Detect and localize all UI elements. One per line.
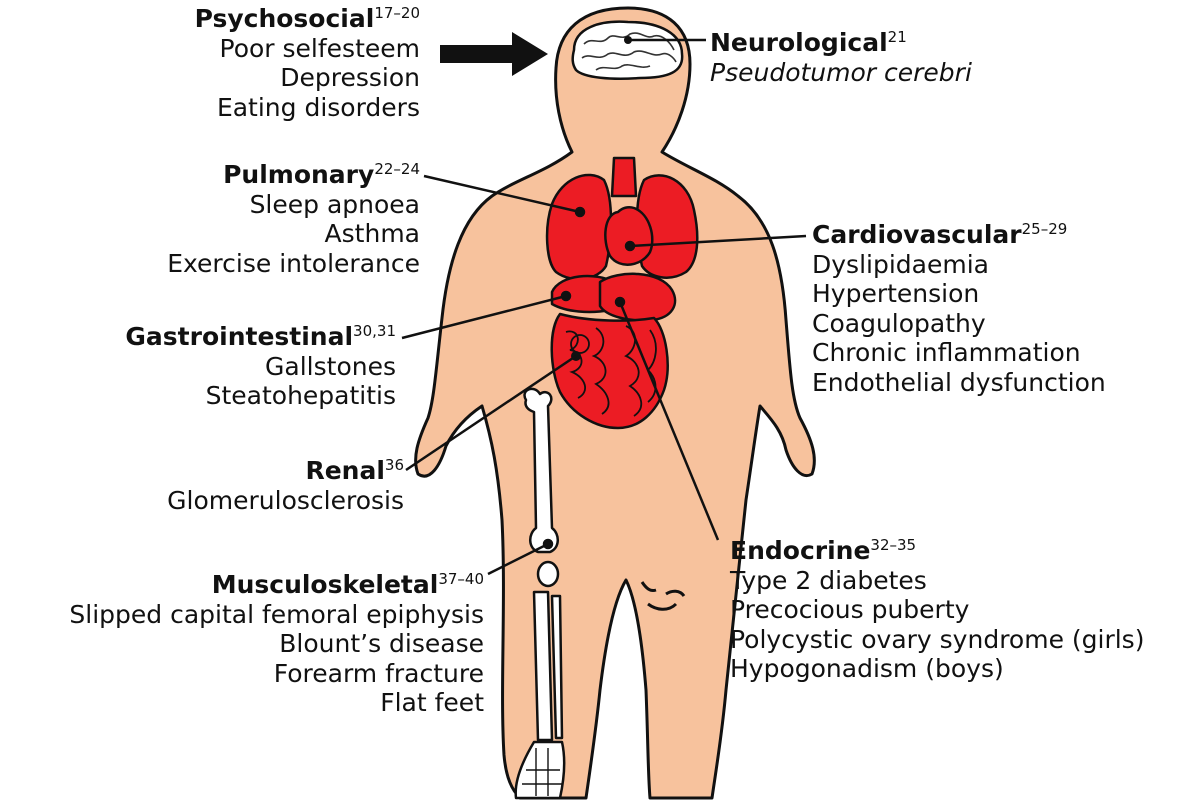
pulmonary-dot [574, 206, 586, 218]
heading-psychosocial: Psychosocial17–20 [195, 4, 420, 34]
group-pulmonary: Pulmonary22–24 Sleep apnoea Asthma Exerc… [167, 160, 420, 278]
psychosocial-arrow [440, 32, 548, 76]
item-cardiovascular-2: Coagulopathy [812, 308, 986, 338]
group-musculoskeletal: Musculoskeletal37–40 Slipped capital fem… [69, 570, 484, 718]
title-cardiovascular: Cardiovascular [812, 220, 1022, 249]
title-psychosocial: Psychosocial [194, 4, 375, 33]
title-neurological: Neurological [710, 28, 888, 57]
title-musculoskeletal: Musculoskeletal [211, 570, 439, 599]
item-endocrine-1: Precocious puberty [730, 595, 970, 624]
item-cardiovascular-0: Dyslipidaemia [812, 249, 989, 279]
heading-pulmonary: Pulmonary22–24 [167, 160, 420, 190]
femur [523, 387, 559, 554]
musculoskeletal-dot [542, 538, 554, 550]
title-endocrine: Endocrine [730, 536, 871, 565]
item-cardiovascular-4: Endothelial dysfunction [812, 367, 1106, 397]
heading-endocrine: Endocrine32–35 [730, 536, 1144, 566]
heading-neurological: Neurological21 [710, 28, 972, 58]
foot-bone-lines [522, 748, 562, 796]
ref-psychosocial: 17–20 [374, 4, 420, 22]
ref-pulmonary: 22–24 [374, 160, 420, 178]
body-details [640, 581, 686, 611]
item-psychosocial-0: Poor selfesteem [219, 33, 420, 63]
fibula [550, 594, 564, 740]
intestines [550, 312, 669, 430]
cardiovascular-dot [624, 240, 636, 252]
group-psychosocial: Psychosocial17–20 Poor selfesteem Depres… [195, 4, 420, 122]
group-neurological: Neurological21 Pseudotumor cerebri [710, 28, 972, 87]
gastrointestinal-leader [401, 294, 567, 340]
kneecap [536, 560, 560, 588]
group-endocrine: Endocrine32–35 Type 2 diabetes Precociou… [730, 536, 1144, 684]
ref-neurological: 21 [887, 28, 907, 46]
ref-musculoskeletal: 37–40 [438, 570, 484, 588]
item-endocrine-0: Type 2 diabetes [730, 565, 927, 595]
item-endocrine-2: Polycystic ovary syndrome (girls) [730, 624, 1145, 654]
item-psychosocial-2: Eating disorders [216, 92, 420, 122]
title-pulmonary: Pulmonary [223, 160, 375, 189]
item-pulmonary-1: Asthma [324, 219, 420, 248]
cardiovascular-leader [629, 234, 807, 248]
group-renal: Renal36 Glomerulosclerosis [167, 456, 404, 515]
item-neurological-0: Pseudotumor cerebri [710, 57, 972, 87]
item-renal-0: Glomerulosclerosis [167, 485, 404, 515]
group-gastrointestinal: Gastrointestinal30,31 Gallstones Steatoh… [125, 322, 396, 411]
title-renal: Renal [305, 456, 385, 485]
ref-cardiovascular: 25–29 [1021, 220, 1068, 238]
item-endocrine-3: Hypogonadism (boys) [730, 654, 1004, 683]
knee-crease [640, 581, 686, 611]
item-psychosocial-1: Depression [280, 63, 420, 92]
heading-musculoskeletal: Musculoskeletal37–40 [69, 570, 484, 600]
tibia [532, 590, 554, 742]
item-musculoskeletal-1: Blount’s disease [279, 629, 484, 658]
pulmonary-leader [423, 174, 581, 214]
item-gastrointestinal-1: Steatohepatitis [205, 381, 396, 410]
brain-shape [571, 20, 684, 80]
endocrine-dot [614, 296, 626, 308]
group-cardiovascular: Cardiovascular25–29 Dyslipidaemia Hypert… [812, 220, 1106, 397]
title-gastrointestinal: Gastrointestinal [125, 322, 354, 351]
organs [545, 156, 699, 430]
item-gastrointestinal-0: Gallstones [265, 351, 396, 381]
brain [571, 20, 684, 80]
item-pulmonary-2: Exercise intolerance [167, 248, 420, 278]
stomach [598, 272, 677, 322]
musculoskeletal-leader [487, 542, 549, 576]
heading-gastrointestinal: Gastrointestinal30,31 [125, 322, 396, 352]
brain-folds [581, 32, 677, 71]
heart [604, 205, 654, 266]
trachea [610, 156, 638, 198]
endocrine-leader [618, 301, 720, 541]
item-cardiovascular-1: Hypertension [812, 279, 980, 308]
heading-cardiovascular: Cardiovascular25–29 [812, 220, 1106, 250]
item-cardiovascular-3: Chronic inflammation [812, 338, 1081, 367]
item-musculoskeletal-2: Forearm fracture [273, 658, 484, 688]
ref-renal: 36 [384, 456, 404, 474]
heading-renal: Renal36 [167, 456, 404, 486]
item-musculoskeletal-3: Flat feet [380, 688, 484, 717]
renal-leader [405, 354, 577, 472]
item-musculoskeletal-0: Slipped capital femoral epiphysis [69, 599, 484, 629]
item-pulmonary-0: Sleep apnoea [249, 189, 420, 219]
leader-lines [401, 38, 807, 576]
ref-endocrine: 32–35 [870, 536, 917, 554]
gastrointestinal-dot [560, 290, 572, 302]
ref-gastrointestinal: 30,31 [353, 322, 396, 340]
